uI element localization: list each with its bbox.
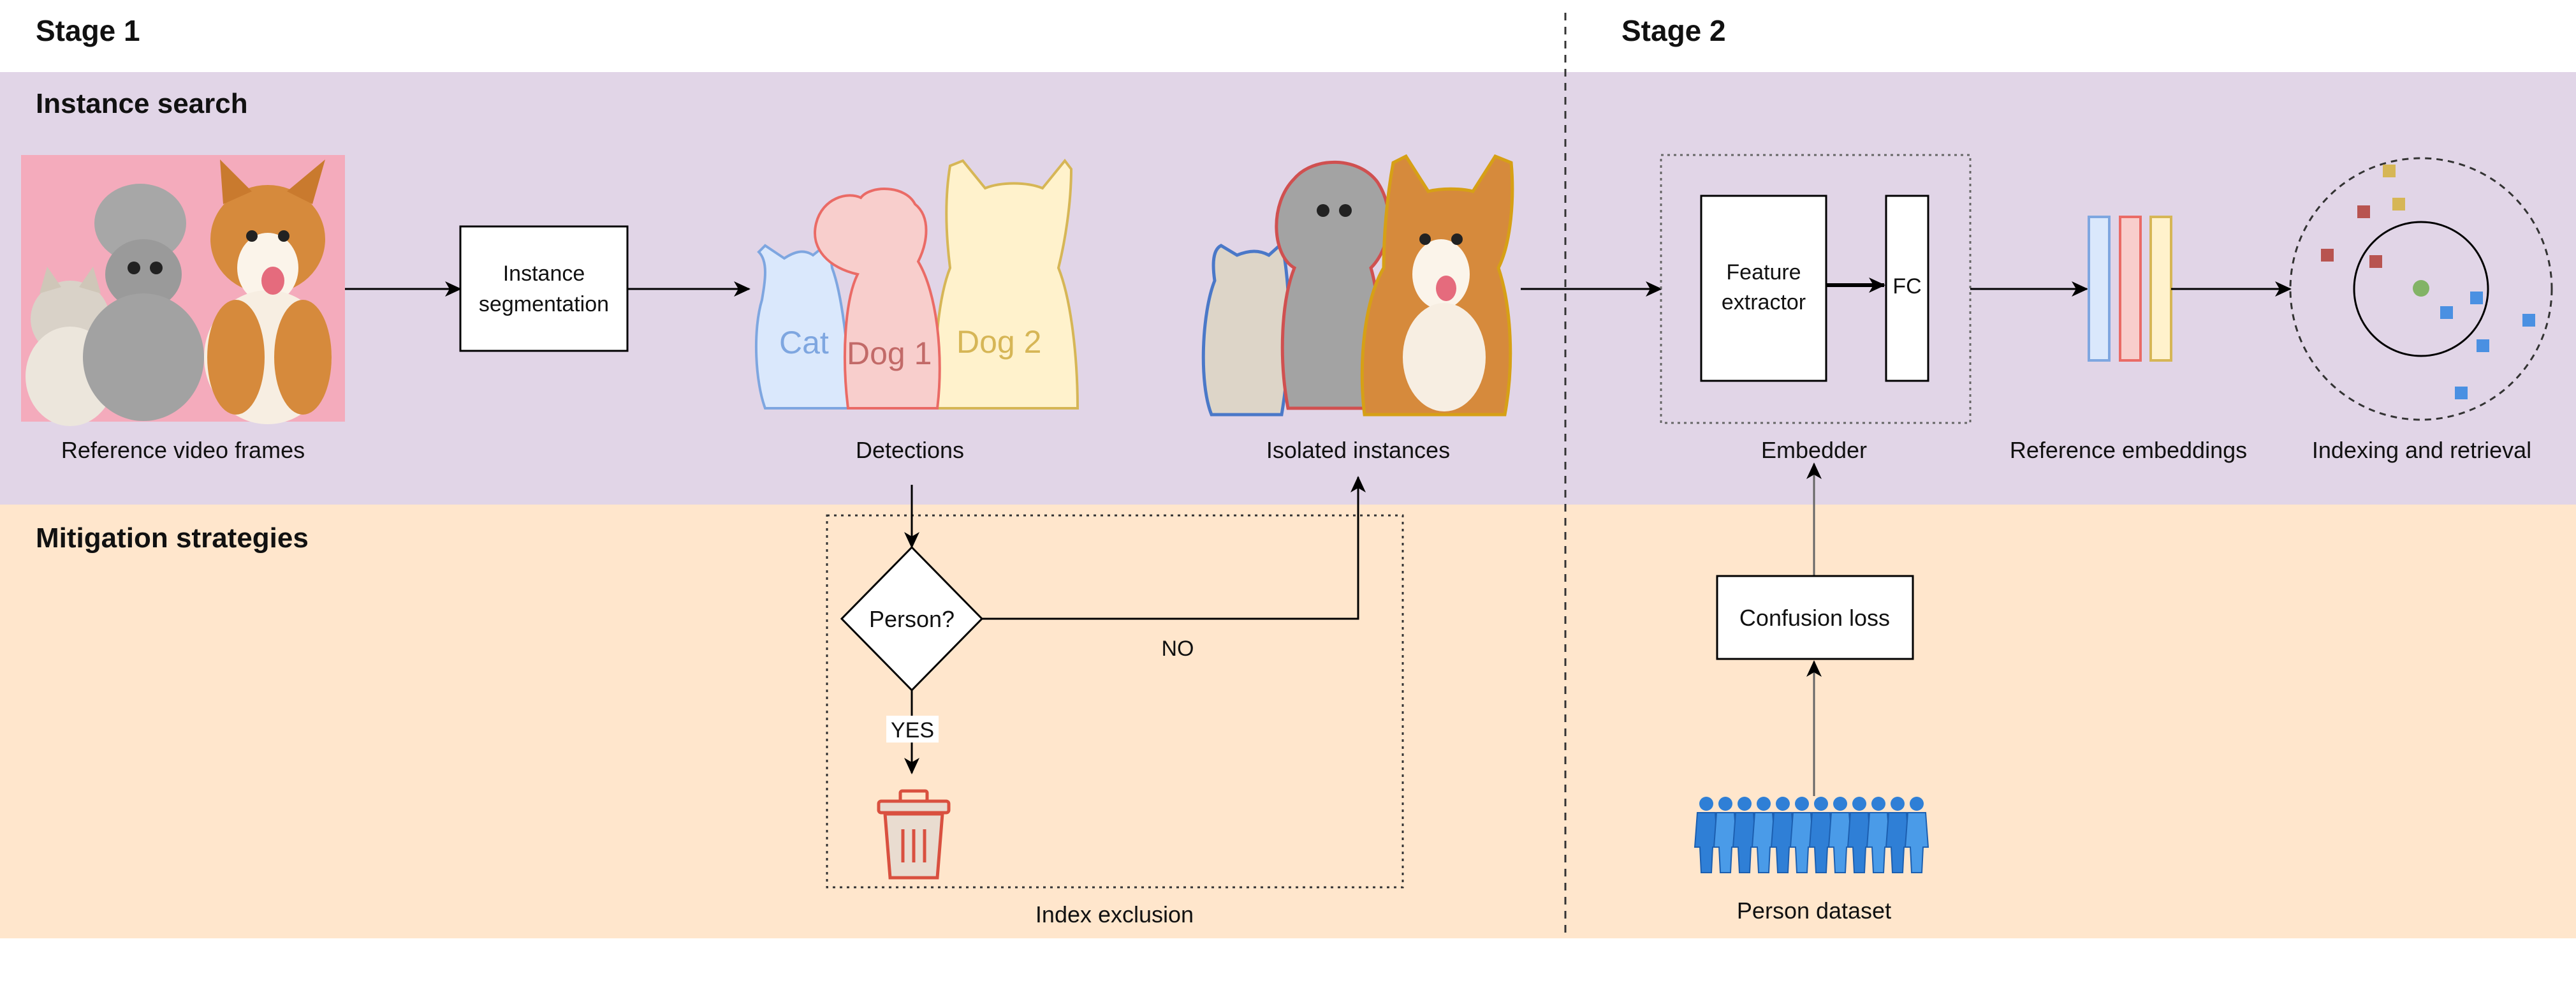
embedding-bar-yellow [2149,216,2172,362]
yellow-point [2383,165,2396,177]
detections-label: Detections [856,437,964,463]
isolated-label: Isolated instances [1266,437,1450,463]
instance-segmentation-box [459,225,629,352]
person-head [1852,797,1866,811]
person-head [1757,797,1771,811]
ref-frames-label: Reference video frames [61,437,305,463]
blue-point [2470,292,2483,304]
person-head [1891,797,1905,811]
blue-point [2477,339,2489,352]
ref-embeddings-label: Reference embeddings [2010,437,2247,463]
person-head [1795,797,1809,811]
yes-label-bg [886,716,939,742]
stage2-label: Stage 2 [1621,14,1726,47]
red-point [2369,255,2382,268]
person-head [1871,797,1885,811]
person-head [1738,797,1752,811]
blue-point [2455,387,2468,399]
red-point [2321,249,2334,262]
index-exclusion-label: Index exclusion [1036,901,1194,927]
person-head [1910,797,1924,811]
embedding-bar-red [2119,216,2142,362]
embedder-box [1660,154,1972,424]
people-icon [1694,797,1929,873]
person-dataset-label: Person dataset [1737,898,1891,924]
person-question-text: Person? [869,606,955,632]
person-head [1814,797,1828,811]
dog1-text: Dog 1 [847,336,932,371]
reference-frames-image [21,155,345,426]
arrow-no-to-isolated [982,476,1366,620]
yes-label: YES [891,718,934,742]
person-head [1833,797,1847,811]
embedding-bar-blue [2088,216,2111,362]
stage1-label: Stage 1 [36,14,140,47]
feature-extractor-box [1700,195,1827,382]
person-head [1718,797,1732,811]
person-head [1699,797,1713,811]
instance-search-title: Instance search [36,88,248,119]
yellow-point [2392,198,2405,211]
trash-icon [877,789,951,880]
blue-point [2522,314,2535,327]
embedder-label: Embedder [1761,437,1867,463]
instance-seg-line2: segmentation [479,292,609,316]
cat-silhouette [754,240,853,410]
detections-silhouettes [754,158,1079,410]
index-exclusion-box [826,514,1404,889]
confusion-loss-text: Confusion loss [1739,605,1890,631]
isolated-instances-image [1201,154,1514,417]
feature-line2: extractor [1722,290,1806,314]
mitigation-title: Mitigation strategies [36,522,309,554]
indexing-plot [2289,157,2553,421]
dog2-silhouette [932,158,1079,410]
person-body [1904,812,1929,873]
dog2-text: Dog 2 [956,324,1041,360]
cat-text: Cat [779,325,829,360]
fc-box [1885,195,1929,382]
feature-line1: Feature [1726,260,1801,284]
no-label: NO [1162,637,1194,661]
dog1-silhouette [814,188,941,410]
blue-point [2440,306,2453,319]
person-head [1776,797,1790,811]
indexing-label: Indexing and retrieval [2312,437,2531,463]
instance-seg-line1: Instance [503,262,585,286]
fc-text: FC [1892,274,1921,299]
query-point [2413,280,2429,297]
mitigation-band [0,505,2576,938]
red-point [2357,205,2370,218]
confusion-loss-box [1716,575,1914,660]
